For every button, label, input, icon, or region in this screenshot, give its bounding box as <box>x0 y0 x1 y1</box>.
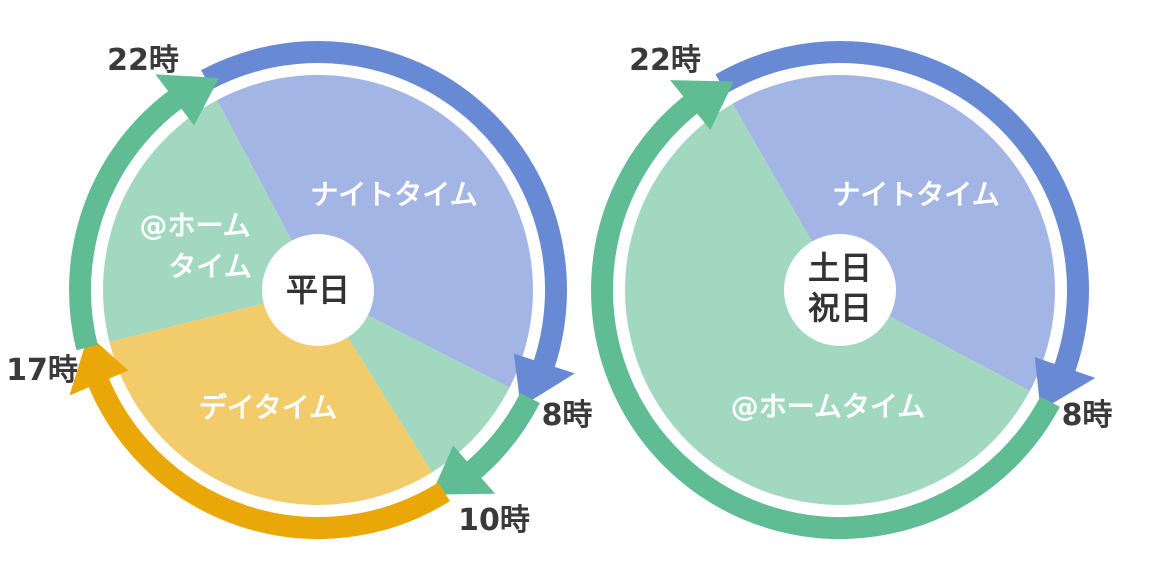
segment-label-night: ナイトタイム <box>832 178 999 211</box>
hour-label-22: 22時 <box>629 43 701 78</box>
arrow-head-icon <box>513 353 575 407</box>
segment-label-home: @ホームタイム <box>731 390 926 423</box>
hour-label-22: 22時 <box>107 43 179 78</box>
hour-label-8: 8時 <box>1062 398 1113 433</box>
pie-segment-day <box>109 290 432 505</box>
weekday-diagram <box>69 41 575 539</box>
segment-label-home-line2: タイム <box>168 250 251 283</box>
center-label-weekend-line2: 祝日 <box>808 289 872 327</box>
segment-label-home-line1: @ホーム <box>139 209 250 242</box>
center-label-weekday: 平日 <box>286 271 350 309</box>
hour-label-8: 8時 <box>542 398 593 433</box>
cycle-arrow-home <box>69 86 188 351</box>
center-circle <box>262 234 374 346</box>
arrow-head-icon <box>155 74 220 126</box>
arrow-head-icon <box>1034 357 1096 411</box>
hour-label-17: 17時 <box>6 353 78 388</box>
pie-segment-night <box>732 75 1055 391</box>
center-label-weekend-line1: 土日 <box>808 249 872 287</box>
arrow-head-icon <box>670 80 734 130</box>
hour-label-10: 10時 <box>458 503 530 538</box>
cycle-arrow-night <box>201 41 567 376</box>
pie-segment-night <box>217 74 534 388</box>
cycle-arrow-home <box>591 91 1060 539</box>
cycle-arrow-home <box>460 392 540 484</box>
arrow-head-icon <box>69 334 129 396</box>
weekend-diagram <box>591 41 1096 539</box>
segment-label-night: ナイトタイム <box>310 178 477 211</box>
pie-segment-home <box>318 290 510 473</box>
cycle-arrow-night <box>715 41 1089 380</box>
arrow-head-icon <box>431 445 496 495</box>
cycle-arrow-day <box>85 371 450 539</box>
segment-label-day: デイタイム <box>199 391 337 424</box>
center-circle <box>784 234 896 346</box>
